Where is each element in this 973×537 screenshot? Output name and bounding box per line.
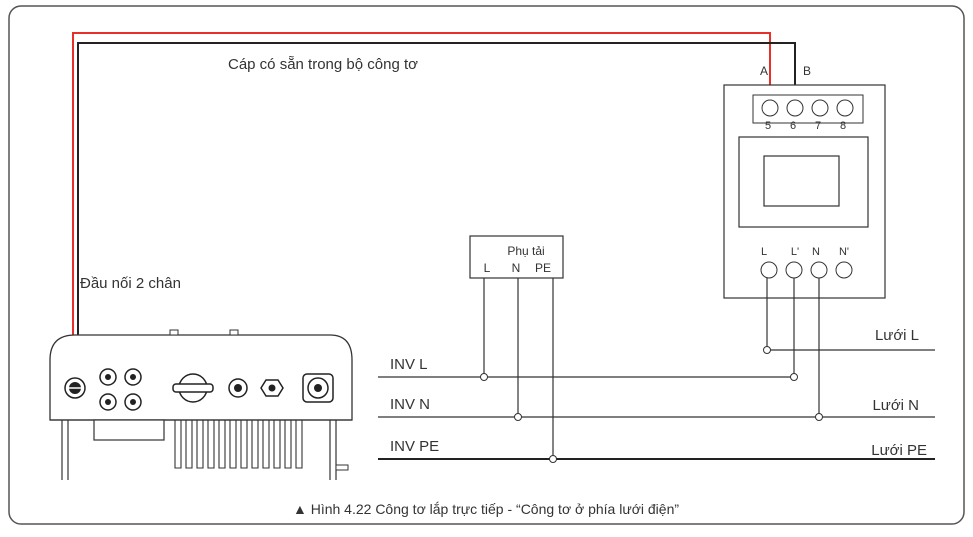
meter-terminal-l [760, 261, 778, 279]
load-box: Phụ tải L N PE [469, 235, 564, 279]
meter-terminal-7 [811, 99, 829, 117]
load-terminal-l: L [484, 261, 491, 275]
load-title: Phụ tải [507, 244, 544, 258]
meter-terminal-label-n: N [812, 246, 820, 258]
meter-label-a: A [760, 64, 768, 78]
com-port-core-icon [234, 384, 242, 392]
junction-dot [763, 346, 771, 354]
meter-terminal-6 [786, 99, 804, 117]
pv-connector-pin-icon [105, 374, 111, 380]
meter-terminal-label-l: L [761, 246, 767, 258]
red-cable [72, 32, 771, 377]
meter-terminal-label-n-prime: N' [839, 246, 849, 258]
junction-dot [514, 413, 522, 421]
inv-pe-label: INV PE [390, 438, 439, 455]
junction-dot [549, 455, 557, 463]
inverter-top-tab [169, 329, 179, 336]
inverter-top-tab [229, 329, 239, 336]
meter-label-b: B [803, 64, 811, 78]
junction-dot [480, 373, 488, 381]
grid-n-label: Lưới N [872, 397, 919, 414]
mount-screw [335, 464, 349, 471]
meter-terminal-5 [761, 99, 779, 117]
junction-dot [815, 413, 823, 421]
pv-connector-pin-icon [105, 399, 111, 405]
junction-dot [790, 373, 798, 381]
inverter [49, 329, 353, 480]
energy-meter: 5 6 7 8 A B L L' N N' [723, 64, 886, 299]
pv-connector-pin-icon [130, 399, 136, 405]
inv-l-label: INV L [390, 356, 428, 373]
meter-terminal-8 [836, 99, 854, 117]
load-terminal-pe: PE [535, 261, 551, 275]
meter-terminal-label-6: 6 [790, 120, 796, 132]
meter-terminal-l-prime [785, 261, 803, 279]
load-terminal-n: N [512, 261, 521, 275]
meter-terminal-label-7: 7 [815, 120, 821, 132]
grid-l-label: Lưới L [875, 327, 919, 344]
meter-terminal-label-l-prime: L' [791, 246, 799, 258]
grid-pe-label: Lưới PE [871, 442, 927, 459]
meter-terminal-label-5: 5 [765, 120, 771, 132]
inv-n-label: INV N [390, 396, 430, 413]
meter-terminal-label-8: 8 [840, 120, 846, 132]
connector-label: Đầu nối 2 chân [80, 275, 181, 292]
meter-terminal-n [810, 261, 828, 279]
heatsink-fins [174, 420, 303, 469]
cable-label: Cáp có sẵn trong bộ công tơ [228, 56, 418, 73]
meter-terminal-n-prime [835, 261, 853, 279]
inverter-handle [93, 419, 165, 441]
load-box-outline [469, 235, 564, 279]
meter-display [763, 155, 840, 207]
pv-connector-pin-icon [130, 374, 136, 380]
cable-gland-core-icon [268, 384, 276, 392]
ac-output-core-icon [314, 384, 322, 392]
diagram-frame [8, 5, 965, 525]
dc-switch-handle-icon [172, 383, 214, 393]
black-cable [77, 42, 796, 377]
figure-caption: ▲ Hình 4.22 Công tơ lắp trực tiếp - “Côn… [293, 501, 679, 517]
